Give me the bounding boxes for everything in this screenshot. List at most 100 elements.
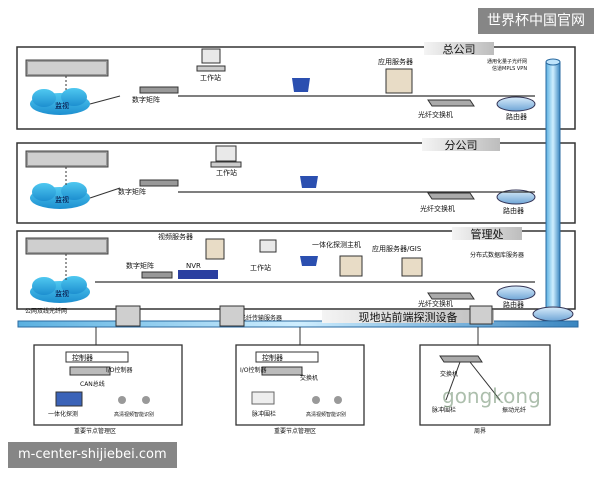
cloud: 监视 bbox=[30, 88, 90, 115]
site-1-caption: 重要节点管理区 bbox=[74, 427, 116, 435]
watermark-top: 世界杯中国官网 bbox=[478, 8, 594, 34]
fiber-switch-label: 光纤交换机 bbox=[418, 299, 453, 308]
cloud-label: 监视 bbox=[55, 289, 69, 298]
video-wall-screen bbox=[28, 153, 106, 165]
switch-device bbox=[439, 355, 483, 363]
cloud-label: 监视 bbox=[55, 101, 69, 110]
router bbox=[496, 285, 536, 301]
router bbox=[496, 96, 536, 112]
video-server-label: 视频服务器 bbox=[158, 232, 193, 241]
fiber-switch bbox=[427, 99, 475, 107]
mpls-label: 通用化量子光纤网 bbox=[487, 58, 527, 65]
hq-panel: 总公司 监视 数字矩阵 工作站 应用服务器 通用化量子光纤网 信道MPLS VP… bbox=[16, 42, 576, 130]
switch-label: 交换机 bbox=[440, 370, 458, 378]
link bbox=[89, 187, 121, 199]
fiber-switch-label: 光纤交换机 bbox=[420, 204, 455, 213]
io-controller-label: I/O控制器 bbox=[106, 366, 133, 374]
digital-matrix bbox=[139, 179, 179, 187]
workstation-monitor bbox=[215, 145, 237, 162]
app-server-label: 应用服务器 bbox=[378, 57, 413, 66]
site-3: 交换机 脉冲围栏 振动光纤 周界 bbox=[419, 327, 551, 435]
cloud: 监视 bbox=[30, 182, 90, 209]
workstation-keyboard bbox=[196, 65, 226, 72]
pipe-router bbox=[532, 306, 574, 322]
fence-label: 脉冲围栏 bbox=[252, 410, 276, 418]
app-server bbox=[385, 68, 413, 94]
mgmt-frame bbox=[16, 230, 576, 310]
app-server-label: 应用服务器/GIS bbox=[372, 244, 422, 253]
camera-icon bbox=[142, 396, 150, 404]
field-bus-pipe bbox=[17, 320, 579, 328]
cloud: 监视 bbox=[30, 276, 90, 303]
router bbox=[496, 189, 536, 205]
io-controller bbox=[69, 366, 111, 376]
controller-box bbox=[65, 351, 129, 363]
detection-host bbox=[339, 255, 363, 277]
app-server bbox=[401, 257, 423, 277]
workstation-keyboard bbox=[210, 161, 242, 168]
detection-host-label: 一体化探测主机 bbox=[312, 240, 361, 249]
io-controller bbox=[261, 366, 303, 376]
router-label: 路由器 bbox=[506, 112, 527, 121]
matrix-label: 数字矩阵 bbox=[126, 261, 154, 270]
watermark-bottom: m-center-shijiebei.com bbox=[8, 442, 177, 468]
nvr-device bbox=[178, 270, 218, 279]
fence-device bbox=[251, 391, 275, 405]
watermark-gongkong: gongkong bbox=[442, 384, 541, 408]
video-wall-screen bbox=[28, 62, 106, 74]
camera-icon bbox=[334, 396, 342, 404]
field-bus: 现地站前端探测设备 公网双线光纤网 通信光纤传输服务器 bbox=[17, 305, 579, 328]
fiber-pipe bbox=[545, 61, 561, 313]
workstation-label: 工作站 bbox=[250, 263, 271, 272]
workstation-label: 工作站 bbox=[216, 168, 237, 177]
transport-server bbox=[219, 305, 245, 327]
hd-video-label: 高清视频智能识别 bbox=[114, 411, 154, 418]
hq-title: 总公司 bbox=[443, 42, 476, 56]
workstation-monitor bbox=[201, 48, 221, 64]
solar-panel bbox=[55, 391, 83, 407]
hq-title-plate bbox=[424, 42, 494, 55]
switch-label: 交换机 bbox=[300, 374, 318, 382]
controller-label: 控制器 bbox=[72, 353, 93, 362]
field-bus-title: 现地站前端探测设备 bbox=[359, 310, 458, 324]
field-bus-title-plate bbox=[322, 310, 494, 323]
digital-matrix bbox=[141, 271, 173, 279]
branch-panel: 分公司 监视 数字矩阵 工作站 光纤交换机 路由器 bbox=[16, 138, 576, 224]
branch-title-plate bbox=[422, 138, 500, 151]
fiber-switch bbox=[427, 292, 475, 300]
link bbox=[445, 361, 461, 401]
can-bus-label: CAN总线 bbox=[80, 380, 105, 388]
site-3-caption: 周界 bbox=[474, 428, 486, 435]
vibration-fiber-label: 振动光纤 bbox=[502, 406, 526, 414]
db-label: 分布式数据库服务器 bbox=[470, 251, 524, 259]
matrix-label: 数字矩阵 bbox=[132, 95, 160, 104]
branch-title: 分公司 bbox=[445, 139, 478, 152]
site-1: 控制器 I/O控制器 CAN总线 一体化探测 高清视频智能识别 重要节点管理区 bbox=[33, 327, 183, 435]
laptop bbox=[300, 256, 318, 266]
nvr-label: NVR bbox=[186, 262, 201, 270]
fence-label: 脉冲围栏 bbox=[432, 406, 456, 414]
detection-label: 一体化探测 bbox=[48, 410, 78, 418]
matrix-label: 数字矩阵 bbox=[118, 187, 146, 196]
site-2: 控制器 I/O控制器 交换机 脉冲围栏 高清视频智能识别 重要节点管理区 bbox=[235, 327, 365, 435]
transport-server-label: 通信光纤传输服务器 bbox=[228, 314, 282, 322]
fiber-switch-label: 光纤交换机 bbox=[418, 110, 453, 119]
fiber-pipe-top bbox=[545, 58, 561, 66]
mgmt-panel: 管理处 监视 数字矩阵 NVR 视频服务器 工作站 一体化探测主机 应用服务器/… bbox=[16, 227, 576, 310]
digital-matrix bbox=[139, 86, 179, 94]
video-wall-screen bbox=[28, 240, 106, 252]
transport-server bbox=[469, 305, 493, 325]
controller-box bbox=[255, 351, 319, 363]
workstation-label: 工作站 bbox=[200, 73, 221, 82]
io-controller-label: I/O控制器 bbox=[240, 366, 267, 374]
transport-server bbox=[115, 305, 141, 327]
workstation-monitor bbox=[259, 239, 277, 253]
controller-label: 控制器 bbox=[262, 353, 283, 362]
link bbox=[89, 95, 121, 105]
mpls-label-2: 信道MPLS VPN bbox=[492, 65, 527, 72]
camera-icon bbox=[312, 396, 320, 404]
video-server bbox=[205, 238, 225, 260]
fiber-switch bbox=[427, 192, 475, 200]
branch-frame bbox=[16, 142, 576, 224]
